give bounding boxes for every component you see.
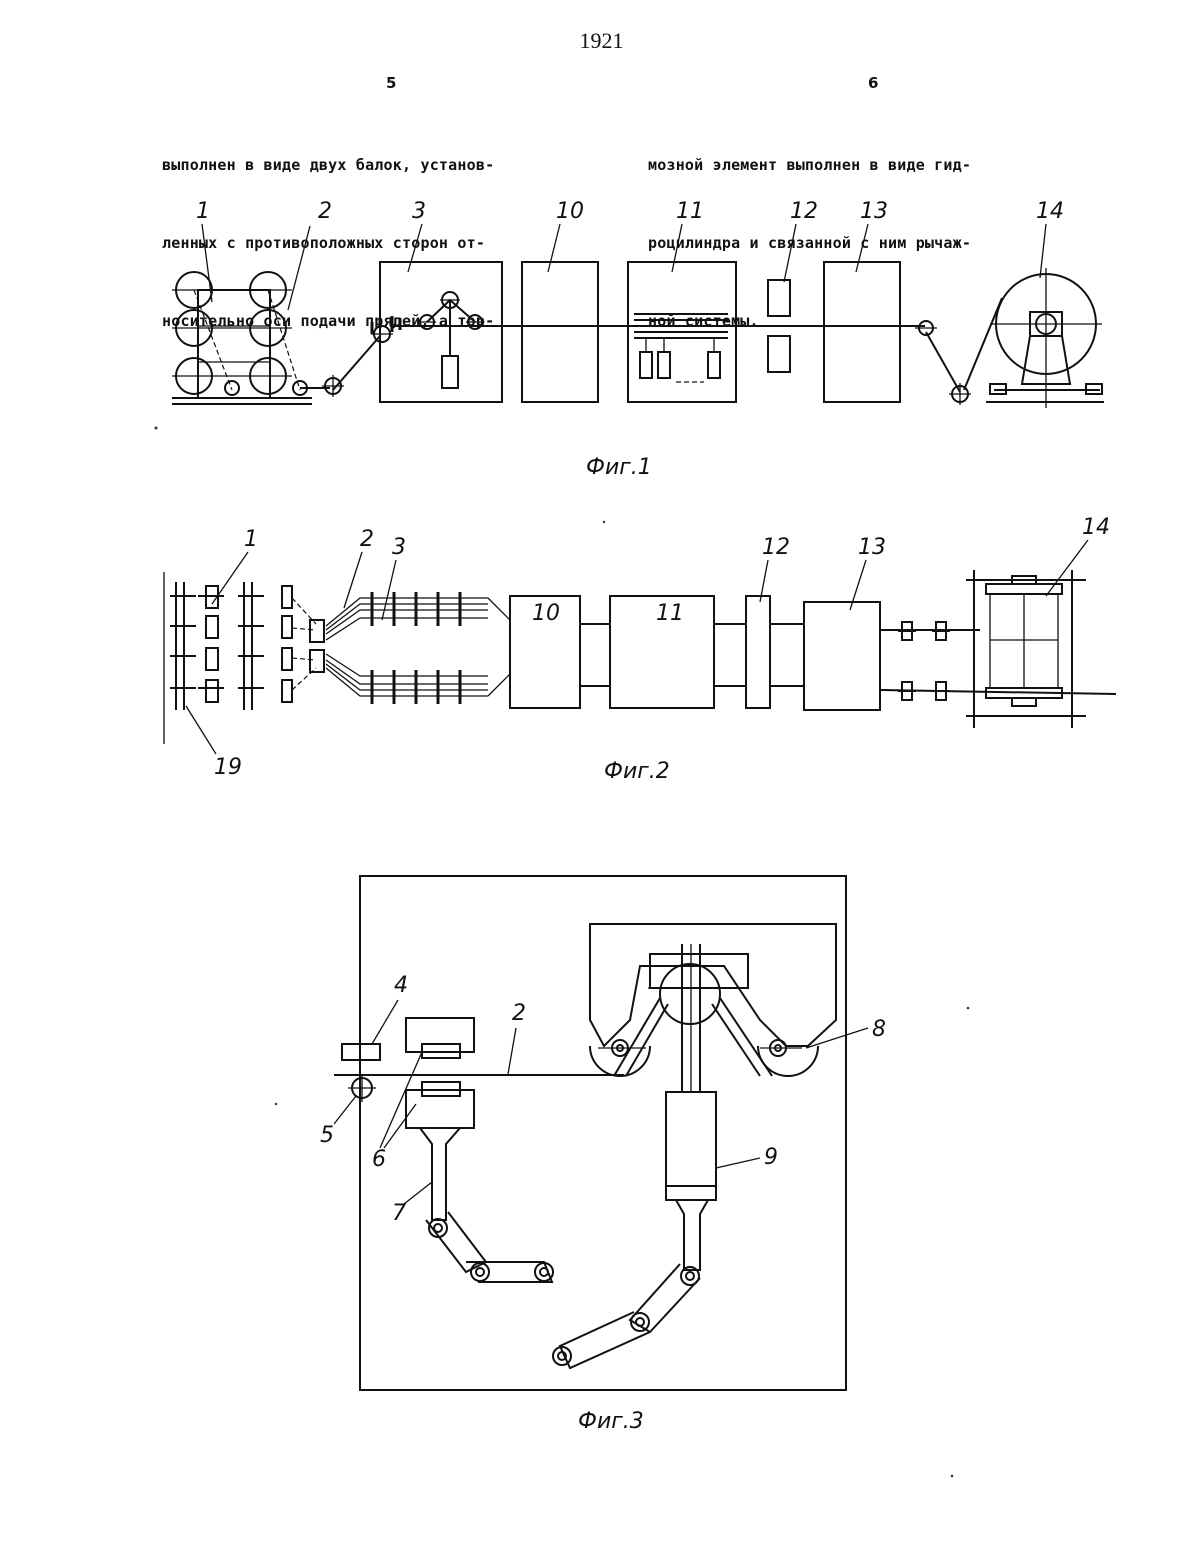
- fig2-label-12: 12: [762, 535, 790, 560]
- winder-side: [915, 268, 1104, 408]
- creel-column: [170, 582, 224, 710]
- unit-12-top: [768, 280, 790, 316]
- figure-1: 1 2 3 10 11 12 13 14 Фиг.1: [172, 199, 1104, 480]
- fig2-label-11: 11: [656, 601, 684, 626]
- creel-column: [238, 582, 292, 710]
- fig1-label-11: 11: [676, 199, 704, 224]
- fig2-label-2: 2: [360, 527, 374, 552]
- fig3-label-8: 8: [872, 1017, 886, 1042]
- unit-12-bottom: [768, 336, 790, 372]
- lever-7: [420, 1128, 553, 1282]
- frame: [360, 876, 846, 1390]
- winder-top-view: [966, 570, 1086, 728]
- fig2-label-19: 19: [214, 755, 242, 780]
- unit-11-side: [628, 262, 736, 402]
- creel-top-view: [164, 572, 324, 744]
- fig3-label-7: 7: [392, 1201, 406, 1226]
- figure-2: 1 2 3 10 11 12 13 14 19 Фиг.2: [164, 515, 1116, 784]
- fig3-caption: Фиг.3: [578, 1409, 644, 1434]
- unit-12-top-view: [746, 596, 770, 708]
- unit-13-side: [824, 262, 900, 402]
- fig1-label-3: 3: [412, 199, 426, 224]
- creel-side-view: [172, 272, 393, 404]
- fig2-label-10: 10: [532, 601, 560, 626]
- fig1-label-1: 1: [196, 199, 210, 224]
- fig1-label-2: 2: [318, 199, 332, 224]
- fig1-caption: Фиг.1: [586, 455, 652, 480]
- unit-3-top: [326, 592, 510, 704]
- unit-13-top-view: [804, 602, 880, 710]
- fig3-label-9: 9: [764, 1145, 778, 1170]
- fig1-label-10: 10: [556, 199, 584, 224]
- fig3-label-2: 2: [512, 1001, 526, 1026]
- fig2-caption: Фиг.2: [604, 759, 670, 784]
- fig1-label-14: 14: [1036, 199, 1064, 224]
- clamp-6: [406, 1018, 474, 1128]
- unit-10-side: [522, 262, 598, 402]
- fig2-label-13: 13: [858, 535, 886, 560]
- fig2-label-14: 14: [1082, 515, 1110, 540]
- fig3-label-5: 5: [320, 1123, 334, 1148]
- figure-3: 4 2 8 5 6 7 9 Фиг.3: [320, 876, 886, 1434]
- unit-3-side: [372, 262, 502, 402]
- fig1-label-12: 12: [790, 199, 818, 224]
- fig3-label-6: 6: [372, 1147, 386, 1172]
- hydraulic-cylinder-9: [553, 944, 716, 1368]
- scan-specks: [155, 427, 970, 1478]
- fig1-label-13: 13: [860, 199, 888, 224]
- fig3-label-4: 4: [394, 973, 408, 998]
- brake-arch-8: [590, 924, 836, 1076]
- fig2-label-1: 1: [244, 527, 258, 552]
- fig2-label-3: 3: [392, 535, 406, 560]
